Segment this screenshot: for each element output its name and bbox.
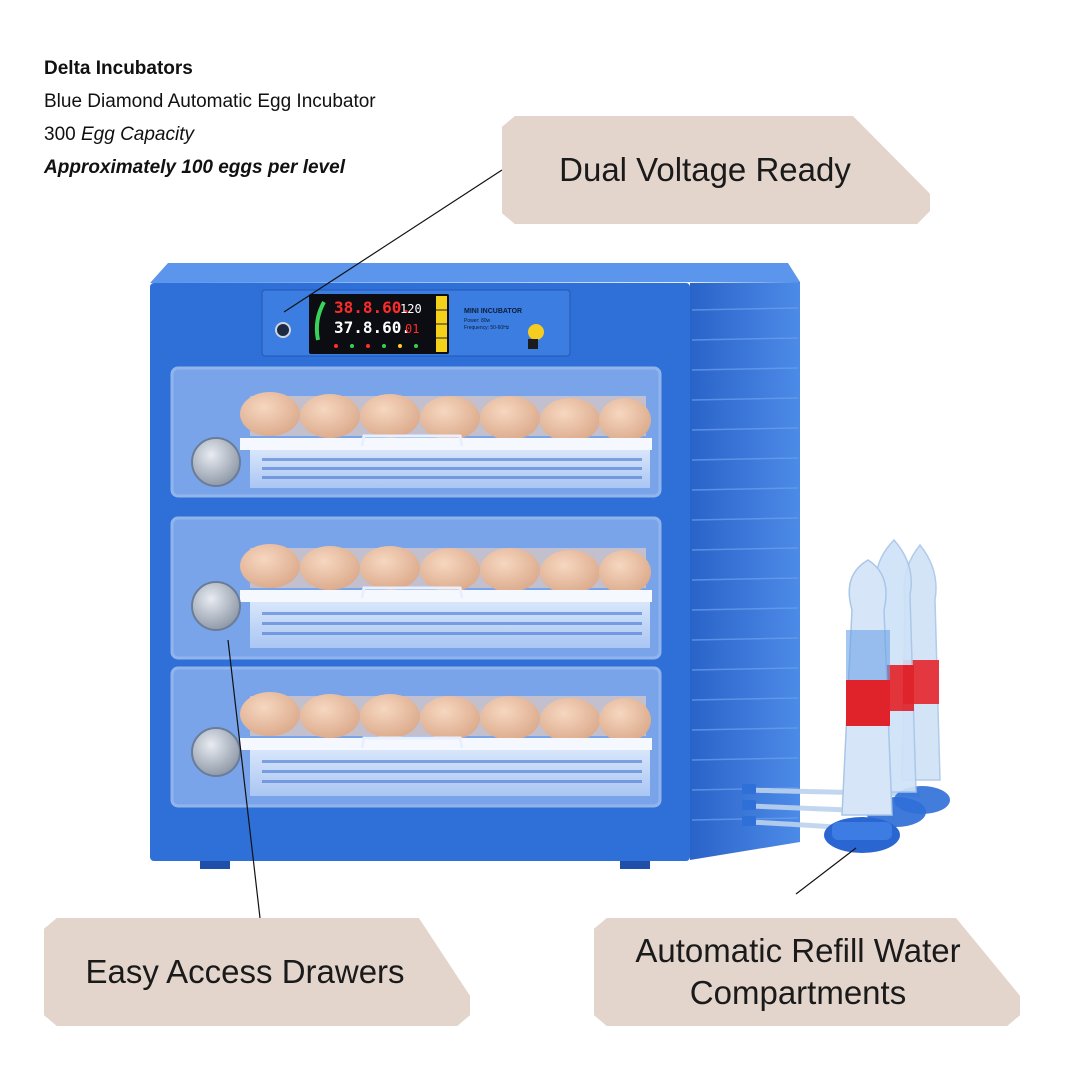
turner-knob: [191, 581, 241, 631]
drawer-bottom: [170, 666, 662, 808]
tray-vents: [262, 760, 642, 783]
incubator-foot: [620, 861, 650, 869]
warning-sticker-icon: [528, 324, 544, 340]
product-description: Delta Incubators Blue Diamond Automatic …: [44, 52, 376, 184]
incubator-foot: [200, 861, 230, 869]
leader-line-water: [795, 847, 857, 895]
incubator-side: [690, 282, 800, 860]
led-display: [309, 294, 449, 354]
eggs-per-level: Approximately 100 eggs per level: [44, 157, 345, 178]
panel-label-frequency: Frequency: 50-60Hz: [464, 325, 510, 331]
side-ribs: [691, 307, 799, 821]
capacity-line: 300 Egg Capacity: [44, 118, 376, 151]
leader-line-drawers: [227, 639, 261, 919]
leader-line-voltage: [283, 169, 503, 313]
egg-row: [240, 544, 651, 594]
brand-name: Delta Incubators: [44, 58, 193, 79]
tray-vents: [262, 458, 642, 479]
display-top-reading: 38.8.60.: [334, 298, 411, 317]
display-bottom-reading: 37.8.60.: [334, 318, 411, 337]
display-bottom-counter: 01: [405, 322, 419, 336]
display-top-counter: 120: [400, 302, 422, 316]
drawer-top: [170, 366, 662, 498]
power-socket: [275, 322, 291, 338]
egg-row: [240, 692, 651, 742]
turner-knob: [191, 437, 241, 487]
callout-dual-voltage: Dual Voltage Ready: [502, 116, 930, 224]
water-bottle: [824, 559, 900, 853]
panel-label-title: MINI INCUBATOR: [464, 308, 522, 315]
control-buttons: [436, 296, 447, 352]
display-gauge: [314, 301, 326, 341]
hose-connectors: [742, 784, 756, 826]
display-status-icons: [334, 344, 418, 348]
panel-label-power: Power: 80w: [464, 318, 491, 324]
qr-code-icon: [528, 339, 538, 349]
drawer-middle: [170, 516, 662, 660]
callout-easy-access-drawers: Easy Access Drawers: [44, 918, 470, 1026]
incubator-top: [150, 263, 800, 283]
tray-vents: [262, 612, 642, 635]
callout-automatic-refill-water: Automatic Refill Water Compartments: [594, 918, 1020, 1026]
turner-knob: [191, 727, 241, 777]
capacity-label: Egg Capacity: [80, 124, 194, 145]
capacity-number: 300: [44, 124, 76, 145]
product-name: Blue Diamond Automatic Egg Incubator: [44, 91, 376, 112]
egg-row: [240, 392, 651, 442]
